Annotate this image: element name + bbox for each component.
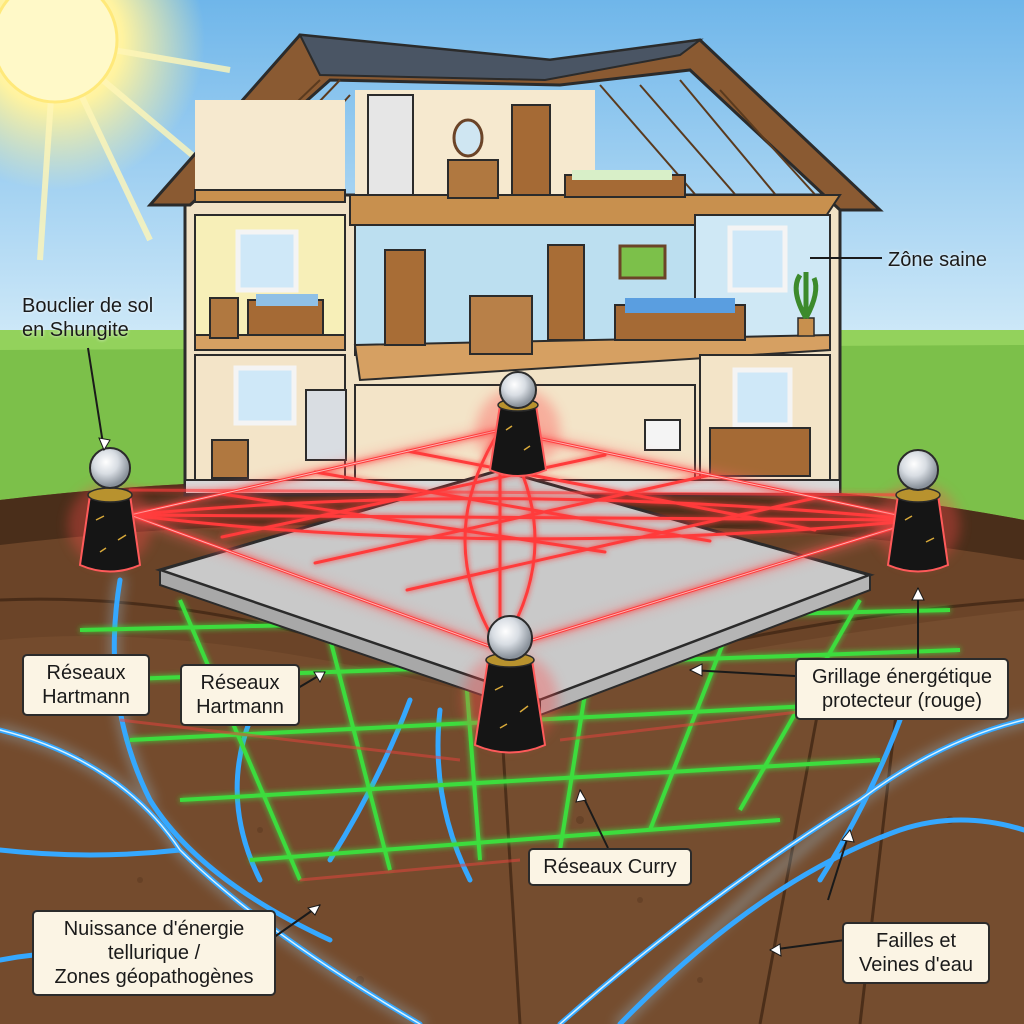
bed-icon bbox=[564, 170, 686, 198]
label-healthy-zone: Zône saine bbox=[888, 249, 987, 271]
label-shungite-shield: Bouclier de sol en Shungite bbox=[22, 295, 154, 341]
shungite-pyramid-top bbox=[476, 371, 560, 477]
sun-icon bbox=[0, 0, 231, 261]
shungite-pyramid-front bbox=[462, 615, 558, 754]
shungite-pyramid-left bbox=[68, 447, 152, 573]
house-cutaway bbox=[146, 33, 884, 497]
label-telluric-nuisance: Nuissance d'énergie tellurique / Zones g… bbox=[32, 910, 276, 996]
label-hartmann-center: Réseaux Hartmann bbox=[180, 664, 300, 726]
label-protective-grid: Grillage énergétique protecteur (rouge) bbox=[795, 658, 1009, 720]
label-faults-water-veins: Failles et Veines d'eau bbox=[842, 922, 990, 984]
shungite-pyramid-right bbox=[876, 449, 960, 573]
label-curry-network: Réseaux Curry bbox=[528, 848, 692, 886]
label-hartmann-left: Réseaux Hartmann bbox=[22, 654, 150, 716]
leader-lines bbox=[87, 257, 919, 951]
plant-icon bbox=[793, 272, 819, 337]
